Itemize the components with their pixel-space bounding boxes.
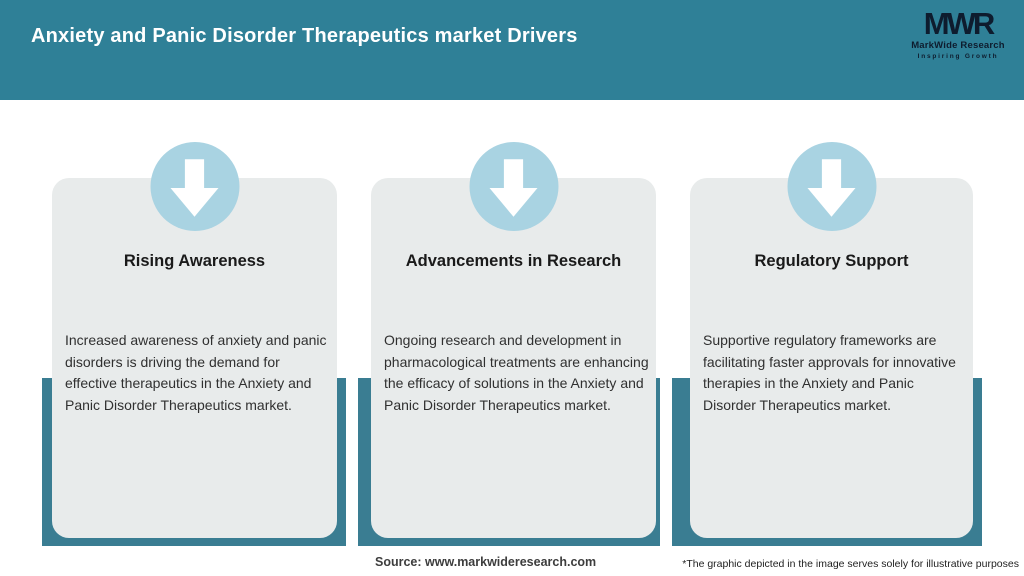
card-title: Regulatory Support xyxy=(754,252,909,270)
down-arrow-icon xyxy=(787,142,876,231)
down-arrow-icon xyxy=(150,142,239,231)
driver-card: Rising Awareness Increased awareness of … xyxy=(52,142,337,538)
driver-card: Regulatory Support Supportive regulatory… xyxy=(690,142,973,538)
brand-tagline: Inspiring Growth xyxy=(917,52,999,60)
brand-logo: MWR MarkWide Research Inspiring Growth xyxy=(908,6,1008,60)
card-description: Increased awareness of anxiety and panic… xyxy=(65,332,327,414)
disclaimer-text: *The graphic depicted in the image serve… xyxy=(682,558,1019,570)
card-title: Advancements in Research xyxy=(405,252,622,270)
card-title: Rising Awareness xyxy=(123,252,266,270)
mwr-monogram: MWR xyxy=(923,6,995,41)
driver-column: Advancements in Research Ongoing researc… xyxy=(358,140,660,546)
brand-name: MarkWide Research xyxy=(911,40,1005,51)
card-description: Supportive regulatory frameworks are fac… xyxy=(703,332,956,414)
page-title: Anxiety and Panic Disorder Therapeutics … xyxy=(31,25,578,47)
card-description: Ongoing research and development in phar… xyxy=(384,332,649,414)
down-arrow-icon xyxy=(469,142,558,231)
header-bar: Anxiety and Panic Disorder Therapeutics … xyxy=(0,0,1024,100)
driver-column: Rising Awareness Increased awareness of … xyxy=(42,140,346,546)
driver-card: Advancements in Research Ongoing researc… xyxy=(371,142,656,538)
source-text: Source: www.markwideresearch.com xyxy=(375,555,597,569)
driver-column: Regulatory Support Supportive regulatory… xyxy=(672,140,982,546)
